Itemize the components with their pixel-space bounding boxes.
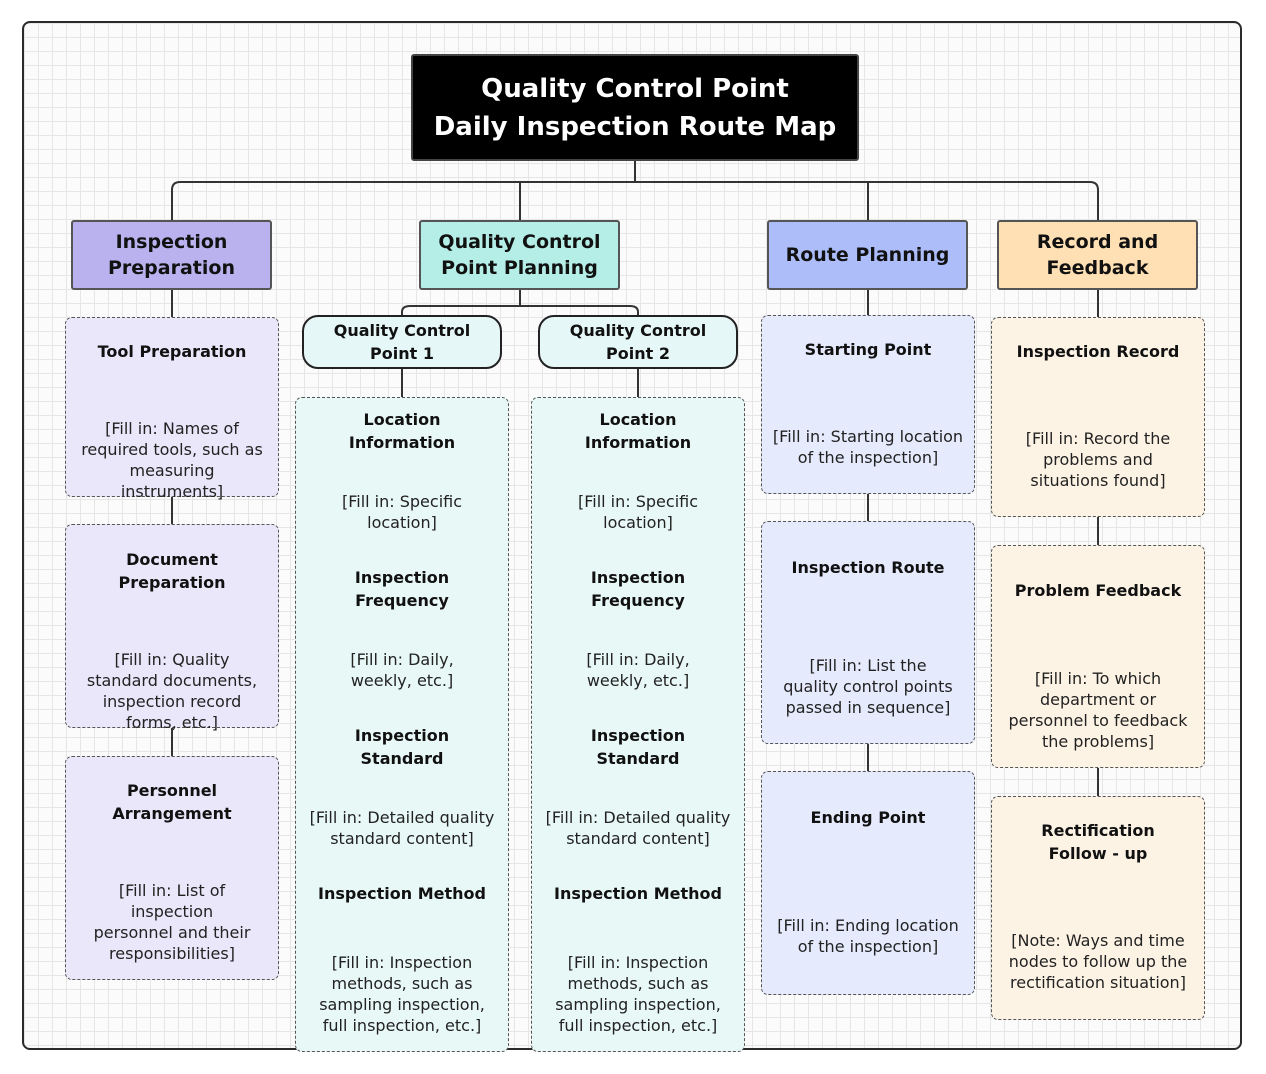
- document-preparation-text: [Fill in: Quality standard documents, in…: [86, 650, 258, 732]
- problem-feedback-title: Problem Feedback: [1014, 581, 1182, 600]
- starting-point-box: Starting Point [Fill in: Starting locati…: [761, 315, 975, 494]
- inspection-route-box: Inspection Route [Fill in: List the qual…: [761, 521, 975, 744]
- qcp-label: Quality Control Point 1: [333, 321, 471, 363]
- category-inspection-preparation: Inspection Preparation: [71, 220, 272, 290]
- personnel-arrangement-title: Personnel Arrangement: [112, 781, 232, 823]
- qcp-label: Quality Control Point 2: [569, 321, 707, 363]
- location-information-title: Location Information: [584, 410, 692, 452]
- inspection-standard-text: [Fill in: Detailed quality standard cont…: [545, 808, 731, 848]
- ending-point-title: Ending Point: [810, 808, 926, 827]
- category-route-planning: Route Planning: [767, 220, 968, 290]
- inspection-standard-text: [Fill in: Detailed quality standard cont…: [309, 808, 495, 848]
- category-label: Record and Feedback: [1036, 231, 1159, 279]
- inspection-standard-title: Inspection Standard: [354, 726, 450, 768]
- rectification-followup-box: Rectification Follow - up [Note: Ways an…: [991, 796, 1205, 1020]
- inspection-record-text: [Fill in: Record the problems and situat…: [1025, 429, 1171, 490]
- problem-feedback-text: [Fill in: To which department or personn…: [1008, 669, 1188, 751]
- ending-point-text: [Fill in: Ending location of the inspect…: [777, 916, 959, 956]
- ending-point-box: Ending Point [Fill in: Ending location o…: [761, 771, 975, 995]
- inspection-method-text: [Fill in: Inspection methods, such as sa…: [319, 953, 485, 1035]
- inspection-method-title: Inspection Method: [554, 884, 722, 903]
- location-information-text: [Fill in: Specific location]: [577, 492, 699, 532]
- main-title-line1: Quality Control Point: [481, 73, 789, 104]
- tool-preparation-box: Tool Preparation [Fill in: Names of requ…: [65, 317, 279, 501]
- qcp-2-details-box: Location Information [Fill in: Specific …: [531, 397, 745, 1052]
- main-title-line2: Daily Inspection Route Map: [433, 111, 837, 142]
- inspection-route-title: Inspection Route: [791, 558, 945, 577]
- location-information-title: Location Information: [348, 410, 456, 452]
- category-label: Route Planning: [785, 244, 950, 266]
- problem-feedback-box: Problem Feedback [Fill in: To which depa…: [991, 545, 1205, 768]
- quality-control-point-2: Quality Control Point 2: [538, 315, 738, 369]
- category-label: Inspection Preparation: [108, 231, 235, 279]
- inspection-frequency-title: Inspection Frequency: [354, 568, 450, 610]
- tool-preparation-text: [Fill in: Names of required tools, such …: [81, 419, 263, 501]
- qcp-1-details-box: Location Information [Fill in: Specific …: [295, 397, 509, 1052]
- inspection-frequency-text: [Fill in: Daily, weekly, etc.]: [350, 650, 454, 690]
- rectification-followup-title: Rectification Follow - up: [1041, 821, 1155, 863]
- inspection-method-title: Inspection Method: [318, 884, 486, 903]
- tool-preparation-title: Tool Preparation: [97, 342, 247, 361]
- inspection-record-box: Inspection Record [Fill in: Record the p…: [991, 317, 1205, 517]
- inspection-record-title: Inspection Record: [1016, 342, 1180, 361]
- inspection-method-text: [Fill in: Inspection methods, such as sa…: [555, 953, 721, 1035]
- rectification-followup-text: [Note: Ways and time nodes to follow up …: [1008, 931, 1188, 992]
- inspection-route-text: [Fill in: List the quality control point…: [783, 656, 953, 717]
- location-information-text: [Fill in: Specific location]: [341, 492, 463, 532]
- category-qcp-planning: Quality Control Point Planning: [419, 220, 620, 290]
- starting-point-title: Starting Point: [804, 340, 932, 359]
- quality-control-point-1: Quality Control Point 1: [302, 315, 502, 369]
- document-preparation-box: Document Preparation [Fill in: Quality s…: [65, 524, 279, 732]
- starting-point-text: [Fill in: Starting location of the inspe…: [772, 427, 964, 467]
- category-label: Quality Control Point Planning: [438, 231, 601, 279]
- category-record-feedback: Record and Feedback: [997, 220, 1198, 290]
- main-title: Quality Control Point Daily Inspection R…: [411, 54, 859, 161]
- document-preparation-title: Document Preparation: [118, 550, 226, 592]
- personnel-arrangement-box: Personnel Arrangement [Fill in: List of …: [65, 756, 279, 980]
- inspection-standard-title: Inspection Standard: [590, 726, 686, 768]
- personnel-arrangement-text: [Fill in: List of inspection personnel a…: [93, 881, 251, 963]
- inspection-frequency-title: Inspection Frequency: [590, 568, 686, 610]
- inspection-frequency-text: [Fill in: Daily, weekly, etc.]: [586, 650, 690, 690]
